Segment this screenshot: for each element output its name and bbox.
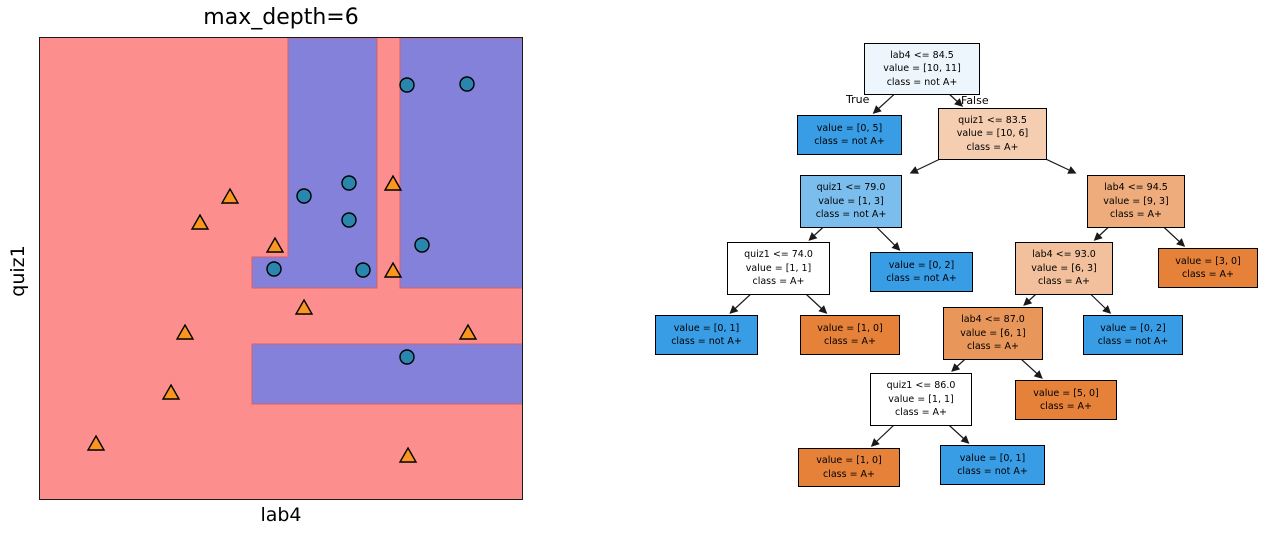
tree-node-text: class = A+ [1037, 276, 1091, 288]
scatter-triangle-not-aplus [458, 323, 478, 340]
scatter-triangle-not-aplus [383, 261, 403, 278]
scatter-circle-aplus [266, 261, 282, 277]
tree-node-text: value = [10, 6] [956, 128, 1029, 140]
tree-node-text: class = A+ [823, 336, 877, 347]
tree-node-text: value = [6, 3] [1031, 262, 1097, 274]
scatter-circle-aplus [355, 262, 371, 278]
region-column-b [399, 38, 522, 289]
scatter-triangle-not-aplus [265, 236, 285, 253]
tree-node-text: class = not A+ [957, 466, 1028, 477]
scatter-circle-aplus [399, 349, 415, 365]
tree-node-text: class = not A+ [1097, 336, 1169, 347]
tree-node-text: quiz1 <= 74.0 [744, 249, 813, 261]
scatter-triangle-not-aplus [86, 434, 106, 451]
tree-node-text: value = [10, 11] [883, 63, 961, 75]
tree-node-text: class = A+ [966, 141, 1019, 153]
scatter-circle-aplus [296, 188, 312, 204]
tree-node-text: class = A+ [1039, 401, 1093, 412]
region-horizontal-band [251, 343, 522, 405]
tree-node-text: quiz1 <= 86.0 [886, 380, 956, 392]
tree-node-n_3_0: value = [3, 0] class = A+ [1158, 248, 1258, 288]
tree-node-text: class = A+ [966, 341, 1020, 353]
tree-node-text: value = [0, 1] [673, 322, 740, 334]
tree-node-n_0_5: value = [0, 5] class = not A+ [797, 115, 902, 155]
scatter-triangle-not-aplus [161, 383, 181, 400]
tree-node-text: class = A+ [822, 468, 876, 480]
decision-boundary-svg [86, 38, 522, 463]
tree-node-text: quiz1 <= 83.5 [958, 114, 1027, 126]
tree-node-text: class = not A+ [814, 136, 885, 147]
tree-node-n_0_2b: value = [0, 2] class = not A+ [1083, 315, 1183, 355]
tree-node-text: lab4 <= 94.5 [1104, 182, 1168, 194]
scatter-triangle-not-aplus [175, 323, 195, 340]
scatter-circle-aplus [459, 76, 475, 92]
scatter-triangle-not-aplus [294, 298, 314, 315]
scatter-circle-aplus [341, 175, 357, 191]
tree-node-n_83_5: quiz1 <= 83.5 value = [10, 6]class = A+ [938, 108, 1047, 160]
tree-node-text: value = [1, 0] [816, 455, 882, 466]
tree-node-text: value = [3, 0] [1175, 255, 1241, 267]
tree-node-text: lab4 <= 84.5 [890, 49, 954, 61]
tree-node-text: value = [0, 2] [888, 259, 955, 271]
plot-title: max_depth=6 [203, 5, 359, 30]
scatter-circle-aplus [399, 77, 415, 93]
scatter-triangle-not-aplus [398, 446, 418, 463]
tree-node-text: class = not A+ [671, 336, 742, 347]
scatter-triangle-not-aplus [383, 174, 403, 191]
tree-node-text: class = A+ [894, 407, 948, 419]
tree-node-n_1_0b: value = [1, 0] class = A+ [798, 448, 900, 487]
tree-node-text: value = [1, 0] [817, 322, 883, 334]
tree-node-text: value = [5, 0] [1033, 387, 1099, 399]
tree-node-root: lab4 <= 84.5 value = [10, 11]class = not … [864, 43, 980, 95]
tree-node-text: class = not A+ [886, 273, 957, 284]
y-axis-label: quiz1 [7, 245, 29, 297]
tree-node-text: value = [0, 2] [1100, 322, 1166, 334]
tree-node-text: lab4 <= 87.0 [961, 314, 1025, 326]
scatter-triangle-not-aplus [220, 187, 240, 204]
x-axis-label: lab4 [260, 504, 302, 526]
tree-node-text: class = A+ [752, 276, 805, 288]
tree-node-text: value = [6, 1] [960, 327, 1026, 339]
tree-node-n_0_1b: value = [0, 1] class = not A+ [940, 445, 1045, 485]
tree-node-n_0_2a: value = [0, 2] class = not A+ [870, 252, 973, 292]
tree-node-text: class = not A+ [886, 76, 958, 88]
tree-node-text: value = [1, 1] [745, 262, 812, 274]
tree-node-n_0_1a: value = [0, 1] class = not A+ [655, 315, 758, 355]
tree-node-text: value = [1, 1] [888, 393, 954, 405]
tree-node-text: value = [1, 3] [818, 195, 884, 207]
tree-node-text: quiz1 <= 79.0 [816, 182, 886, 194]
scatter-triangle-not-aplus [190, 213, 210, 230]
scatter-circle-aplus [341, 212, 357, 228]
tree-node-n_5_0: value = [5, 0] class = A+ [1015, 380, 1117, 420]
tree-node-text: lab4 <= 93.0 [1032, 249, 1096, 261]
tree-node-text: class = A+ [1181, 269, 1235, 280]
tree-node-text: value = [9, 3] [1103, 195, 1169, 207]
tree-node-text: class = A+ [1109, 209, 1163, 221]
tree-node-n_1_0a: value = [1, 0] class = A+ [800, 315, 900, 355]
true-branch-label: True [846, 93, 870, 106]
tree-node-text: value = [0, 1] [959, 452, 1026, 464]
tree-node-text: class = not A+ [815, 209, 887, 221]
tree-node-text: value = [0, 5] [816, 122, 883, 134]
false-branch-label: False [961, 94, 989, 107]
scatter-circle-aplus [414, 237, 430, 253]
decision-boundary-plot [39, 37, 523, 500]
